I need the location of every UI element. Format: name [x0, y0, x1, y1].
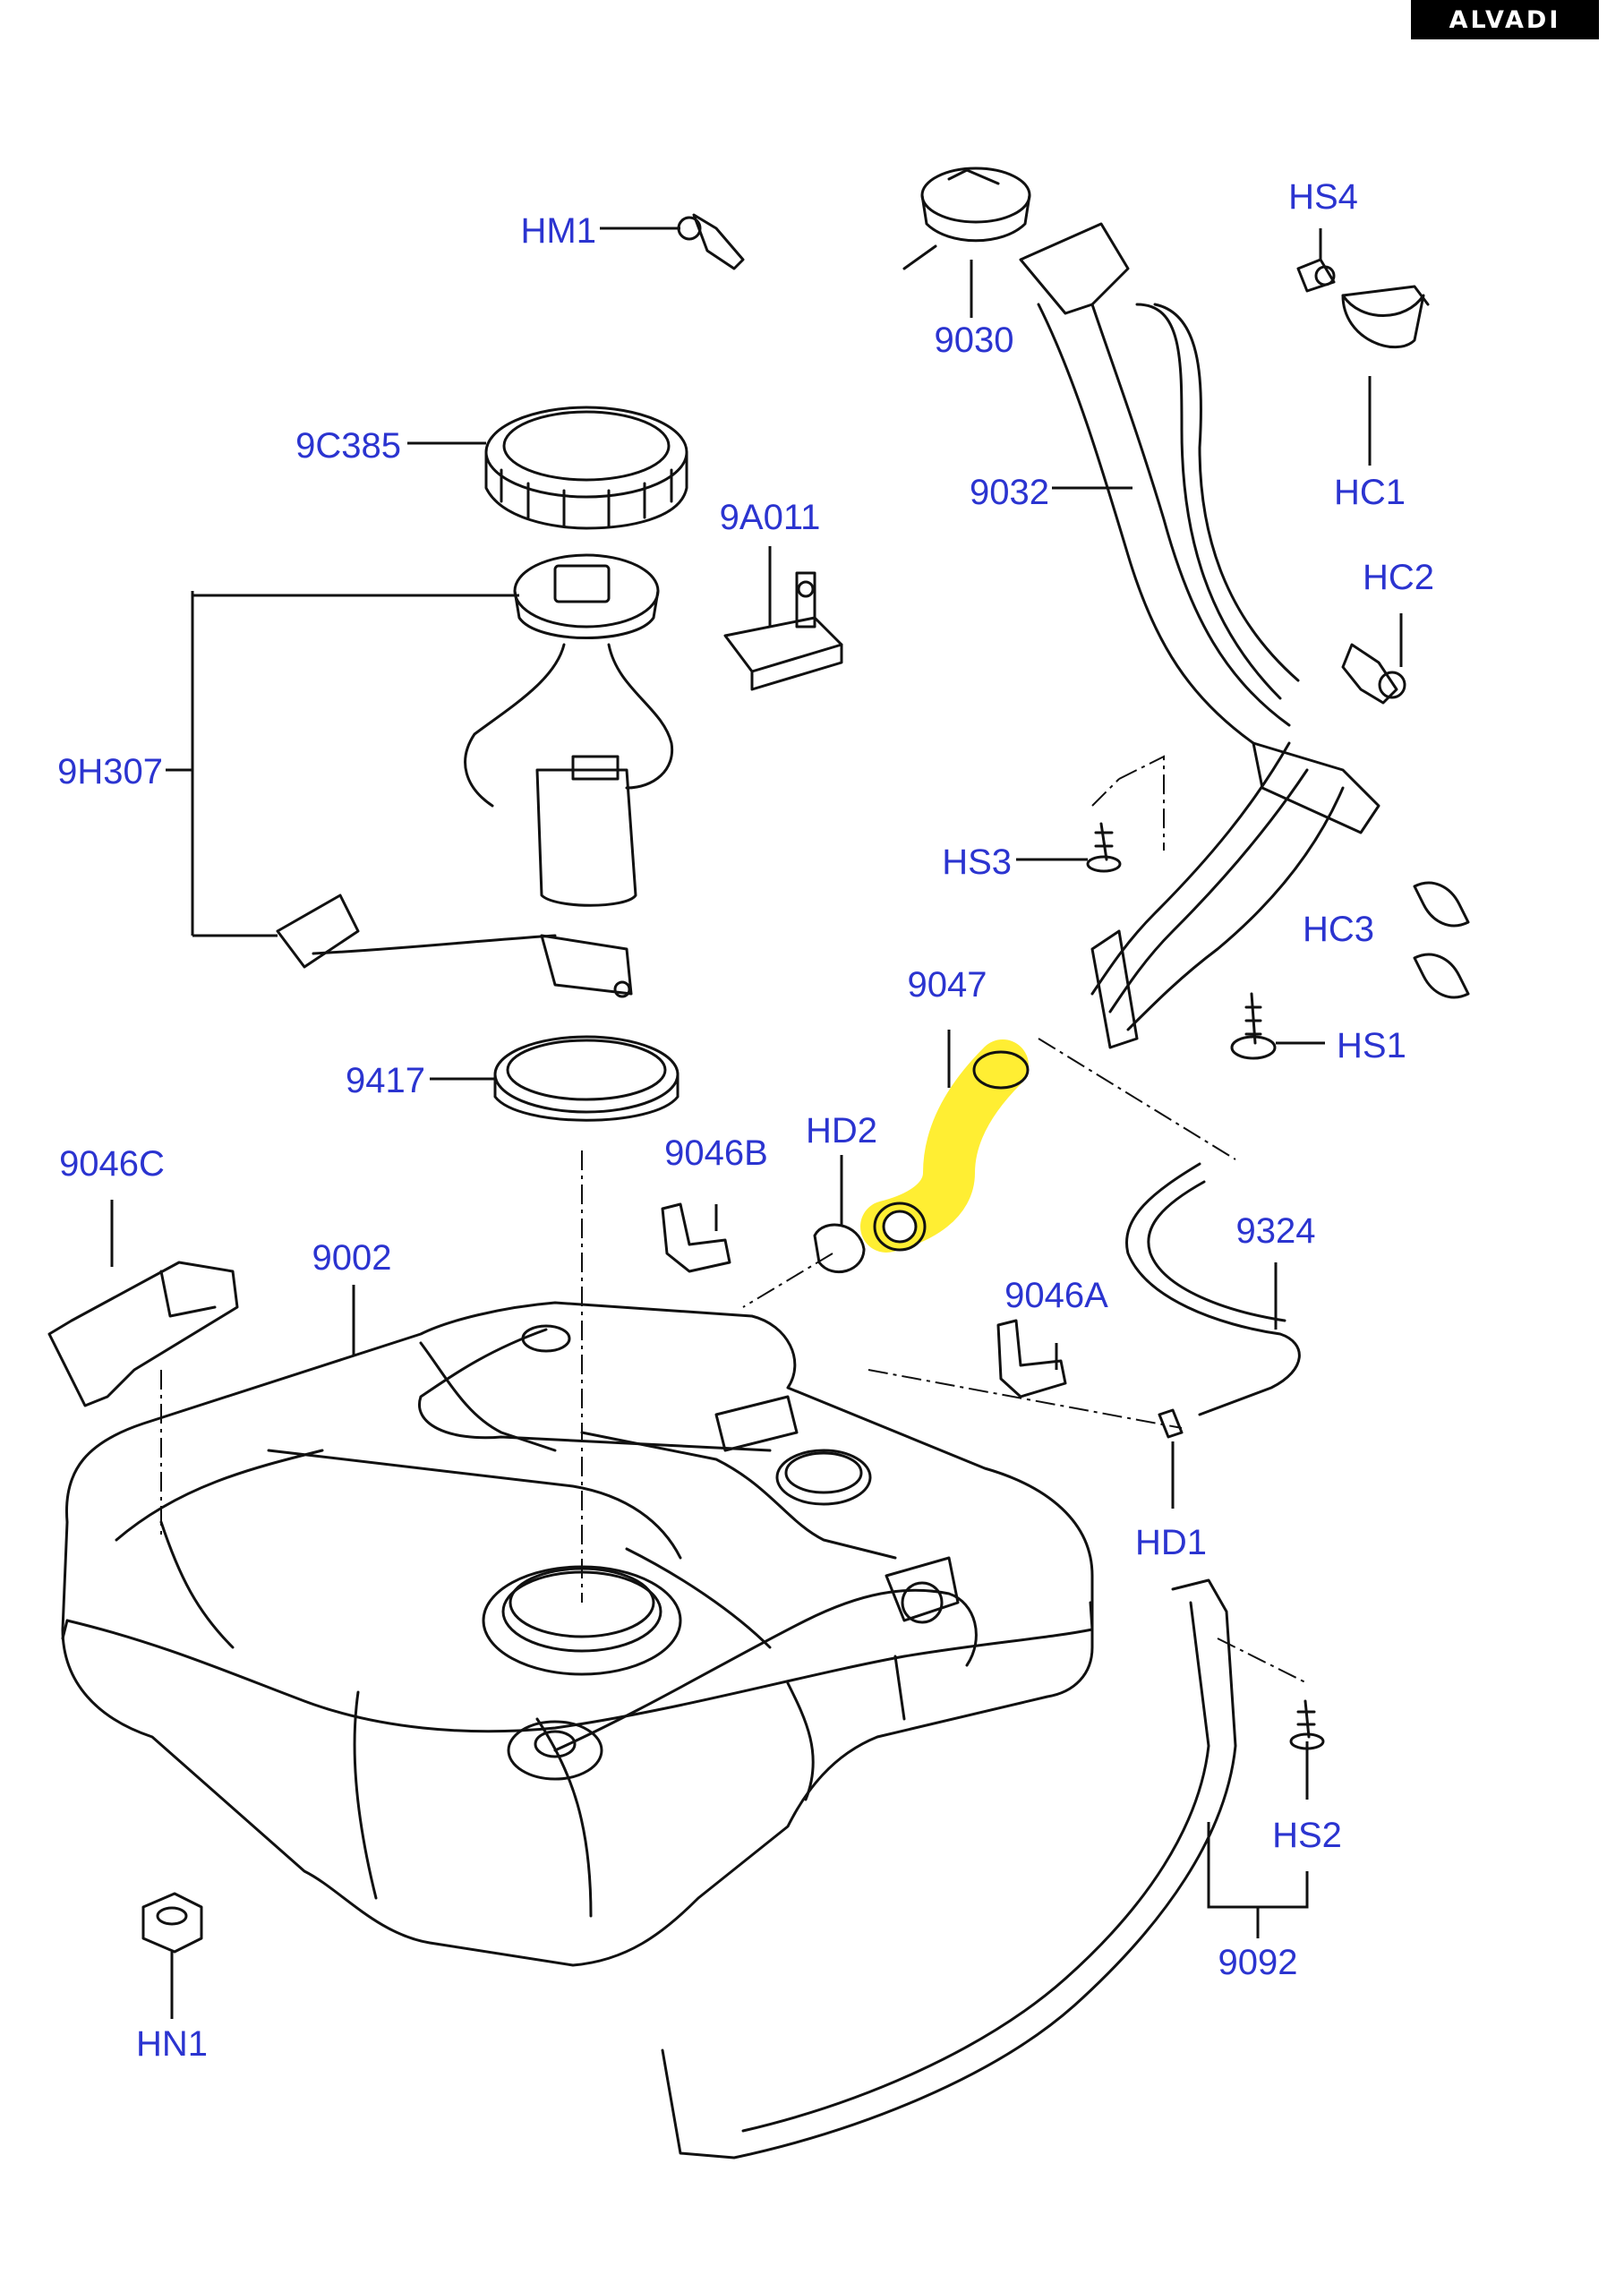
label-hm1: HM1	[520, 211, 596, 251]
breather-hose	[1125, 1162, 1301, 1416]
pump-seal	[493, 1035, 680, 1122]
label-hs4: HS4	[1288, 177, 1358, 217]
label-hs3: HS3	[942, 842, 1012, 882]
alvadi-watermark: ALVADI	[1411, 0, 1599, 39]
tank-strap	[661, 1578, 1237, 2159]
label-hc1: HC1	[1333, 473, 1406, 512]
lock-ring	[484, 406, 688, 530]
hose-clip-hd1	[1158, 1408, 1184, 1439]
label-9046b: 9046B	[664, 1133, 768, 1173]
filler-cap	[902, 167, 1031, 270]
label-9046c: 9046C	[59, 1144, 165, 1184]
filler-pipe	[1019, 222, 1380, 1049]
fuel-pump-module	[276, 553, 674, 998]
clip-hc2	[1341, 643, 1406, 705]
label-hd1: HD1	[1134, 1523, 1208, 1562]
nut-hn1	[141, 1892, 203, 1954]
label-9092: 9092	[1218, 1943, 1298, 1982]
screw-hs1	[1230, 992, 1277, 1060]
label-hn1: HN1	[135, 2024, 209, 2064]
heat-shield-9046c	[47, 1261, 239, 1407]
label-hs1: HS1	[1337, 1026, 1406, 1065]
hose-clamp-hc1	[1296, 258, 1430, 349]
label-9h307: 9H307	[57, 752, 163, 791]
filler-hose-highlighted	[860, 1039, 1030, 1253]
label-9032: 9032	[970, 473, 1049, 512]
label-9417: 9417	[346, 1061, 425, 1100]
label-9030: 9030	[934, 321, 1014, 360]
label-9002: 9002	[312, 1238, 392, 1278]
sender-bracket	[723, 571, 843, 691]
heat-shield-9046a	[996, 1319, 1067, 1398]
hose-clip-hd2	[813, 1223, 866, 1274]
heat-shield-9046b	[661, 1202, 731, 1273]
label-9a011: 9A011	[719, 498, 821, 537]
label-hd2: HD2	[805, 1111, 878, 1150]
fuel-tank	[61, 1301, 1094, 1967]
clip-hm1	[677, 213, 745, 270]
label-hs2: HS2	[1272, 1816, 1342, 1855]
label-9046a: 9046A	[1004, 1276, 1108, 1315]
label-hc2: HC2	[1362, 558, 1435, 597]
label-9c385: 9C385	[295, 426, 401, 466]
clip-hc3	[1413, 881, 1470, 999]
label-9324: 9324	[1235, 1211, 1316, 1251]
screw-hs3	[1086, 822, 1122, 873]
label-hc3: HC3	[1302, 910, 1374, 949]
label-9047: 9047	[907, 965, 987, 1005]
